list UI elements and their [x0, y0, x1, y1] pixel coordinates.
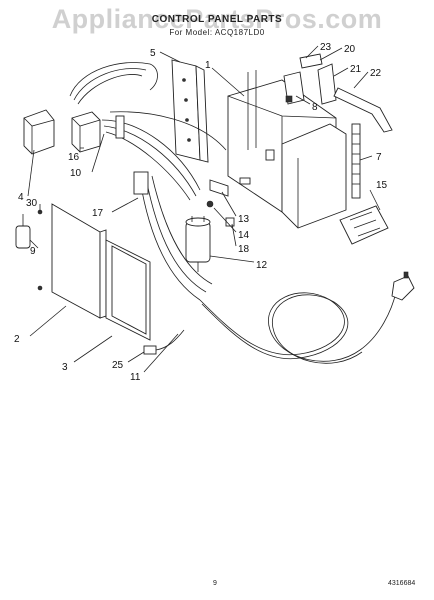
mounting-plate-part — [171, 59, 209, 163]
callout-17: 17 — [92, 208, 104, 219]
callout-3: 3 — [62, 362, 68, 373]
callout-labels: 1 2 3 4 5 7 8 9 10 11 12 13 14 15 16 17 … — [14, 42, 388, 383]
callout-16: 16 — [68, 152, 80, 163]
diagram-title: CONTROL PANEL PARTS — [151, 14, 283, 25]
callout-5: 5 — [150, 48, 156, 59]
callout-30: 30 — [26, 198, 38, 209]
callout-12: 12 — [256, 260, 268, 271]
terminal-strip-part — [351, 123, 361, 199]
insulation-panel-part — [105, 239, 151, 341]
callout-4: 4 — [18, 192, 24, 203]
ground-connector-part — [143, 329, 185, 355]
label-plate-part — [339, 205, 389, 245]
callout-20: 20 — [344, 44, 356, 55]
front-panel-part — [51, 203, 107, 319]
callout-9: 9 — [30, 246, 36, 257]
small-hardware-group — [206, 179, 235, 227]
diagram-subtitle: For Model: ACQ187LD0 — [169, 28, 265, 37]
callout-2: 2 — [14, 334, 20, 345]
callout-7: 7 — [376, 152, 382, 163]
callout-11: 11 — [130, 372, 141, 383]
capacitor-part — [15, 209, 43, 291]
page-number: 9 — [213, 580, 217, 587]
watermark: AppliancePartsPros.com — [51, 4, 383, 34]
callout-1: 1 — [205, 60, 211, 71]
callout-13: 13 — [238, 214, 250, 225]
callout-21: 21 — [350, 64, 362, 75]
callout-23: 23 — [320, 42, 332, 53]
callout-8: 8 — [312, 102, 318, 113]
callout-15: 15 — [376, 180, 388, 191]
callout-18: 18 — [238, 244, 250, 255]
callout-10: 10 — [70, 168, 82, 179]
control-box-housing — [227, 70, 347, 229]
callout-25: 25 — [112, 360, 124, 371]
run-capacitor-part — [185, 216, 211, 272]
side-bracket-part — [23, 109, 55, 155]
connector-block-part — [71, 111, 101, 153]
document-number: 4316684 — [388, 580, 416, 587]
callout-14: 14 — [238, 230, 250, 241]
power-cord-part — [199, 271, 415, 364]
small-brackets-group — [283, 53, 393, 133]
callout-22: 22 — [370, 68, 382, 79]
leader-lines — [27, 45, 381, 373]
wire-harness-part — [69, 62, 227, 301]
